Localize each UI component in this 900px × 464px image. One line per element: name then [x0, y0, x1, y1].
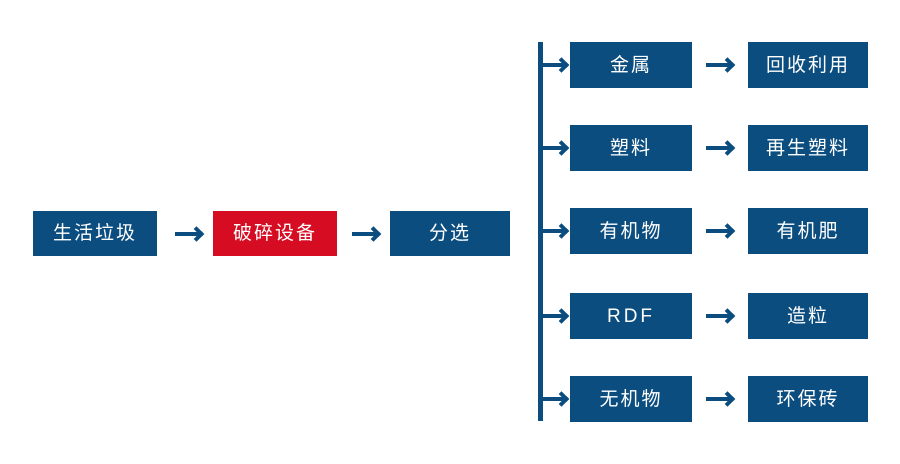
arrow-shaft — [540, 314, 566, 318]
arrow-shaft — [352, 232, 378, 236]
arrow-head — [188, 226, 205, 242]
arrow-head — [553, 391, 570, 407]
node-product-organic-fertilizer[interactable]: 有机肥 — [748, 208, 868, 254]
node-crushing-equipment[interactable]: 破碎设备 — [213, 211, 337, 256]
arrow-right-icon-main-2 — [352, 221, 382, 247]
arrow-shaft — [706, 63, 732, 67]
arrow-right-icon-branch-3 — [540, 218, 570, 244]
arrow-head — [553, 140, 570, 156]
arrow-shaft — [706, 314, 732, 318]
arrow-right-icon-main-1 — [175, 221, 205, 247]
arrow-shaft — [540, 229, 566, 233]
node-material-rdf[interactable]: RDF — [570, 293, 692, 339]
arrow-shaft — [706, 229, 732, 233]
arrow-head — [553, 57, 570, 73]
arrow-right-icon-product-4 — [706, 303, 736, 329]
node-material-plastic[interactable]: 塑料 — [570, 125, 692, 171]
arrow-shaft — [706, 146, 732, 150]
arrow-right-icon-product-1 — [706, 52, 736, 78]
node-material-metal[interactable]: 金属 — [570, 42, 692, 88]
node-material-organic[interactable]: 有机物 — [570, 208, 692, 254]
node-product-granulation[interactable]: 造粒 — [748, 293, 868, 339]
arrow-right-icon-product-3 — [706, 218, 736, 244]
arrow-right-icon-branch-4 — [540, 303, 570, 329]
arrow-head — [719, 57, 736, 73]
arrow-shaft — [706, 397, 732, 401]
node-sorting[interactable]: 分选 — [390, 211, 510, 256]
arrow-head — [719, 391, 736, 407]
node-input-household-waste[interactable]: 生活垃圾 — [33, 211, 157, 256]
arrow-shaft — [540, 63, 566, 67]
arrow-shaft — [540, 397, 566, 401]
node-product-eco-brick[interactable]: 环保砖 — [748, 376, 868, 422]
arrow-head — [365, 226, 382, 242]
arrow-head — [719, 223, 736, 239]
arrow-right-icon-branch-1 — [540, 52, 570, 78]
arrow-head — [719, 140, 736, 156]
arrow-right-icon-product-5 — [706, 386, 736, 412]
node-product-recycling[interactable]: 回收利用 — [748, 42, 868, 88]
arrow-right-icon-branch-2 — [540, 135, 570, 161]
arrow-right-icon-product-2 — [706, 135, 736, 161]
arrow-head — [719, 308, 736, 324]
arrow-head — [553, 308, 570, 324]
node-product-recycled-plastic[interactable]: 再生塑料 — [748, 125, 868, 171]
arrow-right-icon-branch-5 — [540, 386, 570, 412]
node-material-inorganic[interactable]: 无机物 — [570, 376, 692, 422]
arrow-shaft — [540, 146, 566, 150]
arrow-shaft — [175, 232, 201, 236]
arrow-head — [553, 223, 570, 239]
